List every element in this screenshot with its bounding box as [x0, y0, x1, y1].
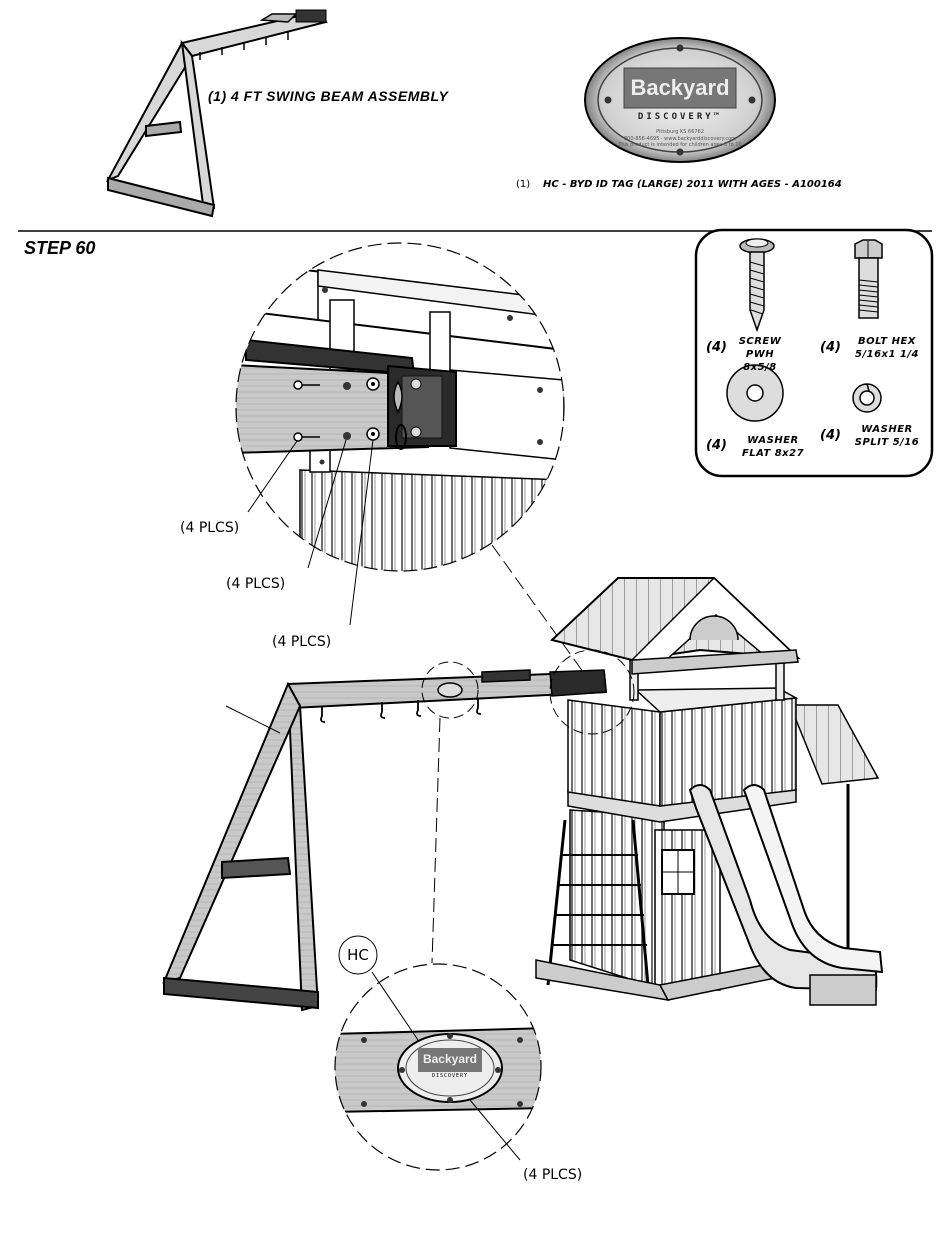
detail-logo-sub: DISCOVERY: [431, 1073, 469, 1079]
split-washer-icon: [852, 383, 882, 413]
screw-qty: (4): [706, 340, 727, 355]
beam-attachment-detail: [235, 242, 565, 626]
split-washer-size-line: SPLIT 5/16: [854, 437, 920, 448]
hc-callout: HC: [347, 946, 369, 964]
flat-washer-icon: [726, 364, 784, 422]
svg-text:Pittsburg KS 66762: Pittsburg KS 66762: [656, 129, 704, 135]
flat-washer-qty: (4): [706, 438, 727, 453]
step-title: STEP 60: [24, 238, 96, 258]
swing-beam-label: (1) 4 FT SWING BEAM ASSEMBLY: [208, 88, 449, 104]
bolt-qty: (4): [820, 340, 841, 355]
screw-name-line: SCREW PWH: [738, 336, 782, 360]
screw-name: SCREW PWH 8x5/8: [725, 335, 795, 374]
detail-logo-main: Backyard: [422, 1052, 478, 1066]
svg-text:800-856-4695 · www.backyarddis: 800-856-4695 · www.backyarddiscovery.com: [624, 136, 736, 142]
swing-beam-assembly-illustration: [105, 9, 328, 218]
id-tag-illustration: Pittsburg KS 66762 800-856-4695 · www.ba…: [584, 37, 776, 163]
tag-quantity: (1): [516, 179, 531, 190]
split-washer-name: WASHER SPLIT 5/16: [848, 423, 926, 449]
bolt-size-line: 5/16x1 1/4: [855, 349, 919, 360]
split-washer-qty: (4): [820, 428, 841, 443]
svg-text:This product is intended for c: This product is intended for children ag…: [617, 142, 741, 148]
tag-logo-sub: DISCOVERY™: [637, 112, 723, 122]
screw-icon: [739, 238, 775, 333]
screw-size-line: 8x5/8: [743, 362, 777, 373]
hardware-box: [694, 228, 934, 478]
playset-illustration: [162, 576, 884, 1012]
tag-logo-main: Backyard: [630, 75, 730, 100]
plcs-callout-4: (4 PLCS): [523, 1167, 583, 1183]
id-tag-detail: [334, 935, 542, 1171]
flat-washer-name: WASHER FLAT 8x27: [733, 434, 813, 460]
split-washer-name-line: WASHER: [861, 424, 913, 435]
bolt-icon: [854, 239, 883, 319]
flat-washer-size-line: FLAT 8x27: [741, 448, 805, 459]
flat-washer-name-line: WASHER: [747, 435, 799, 446]
bolt-name-line: BOLT HEX: [857, 336, 917, 347]
plcs-callout-2: (4 PLCS): [226, 576, 286, 592]
plcs-callout-1: (4 PLCS): [180, 520, 240, 536]
tag-part-label: HC - BYD ID TAG (LARGE) 2011 WITH AGES -…: [543, 179, 842, 190]
bolt-name: BOLT HEX 5/16x1 1/4: [846, 335, 928, 361]
plcs-callout-3: (4 PLCS): [272, 634, 332, 650]
